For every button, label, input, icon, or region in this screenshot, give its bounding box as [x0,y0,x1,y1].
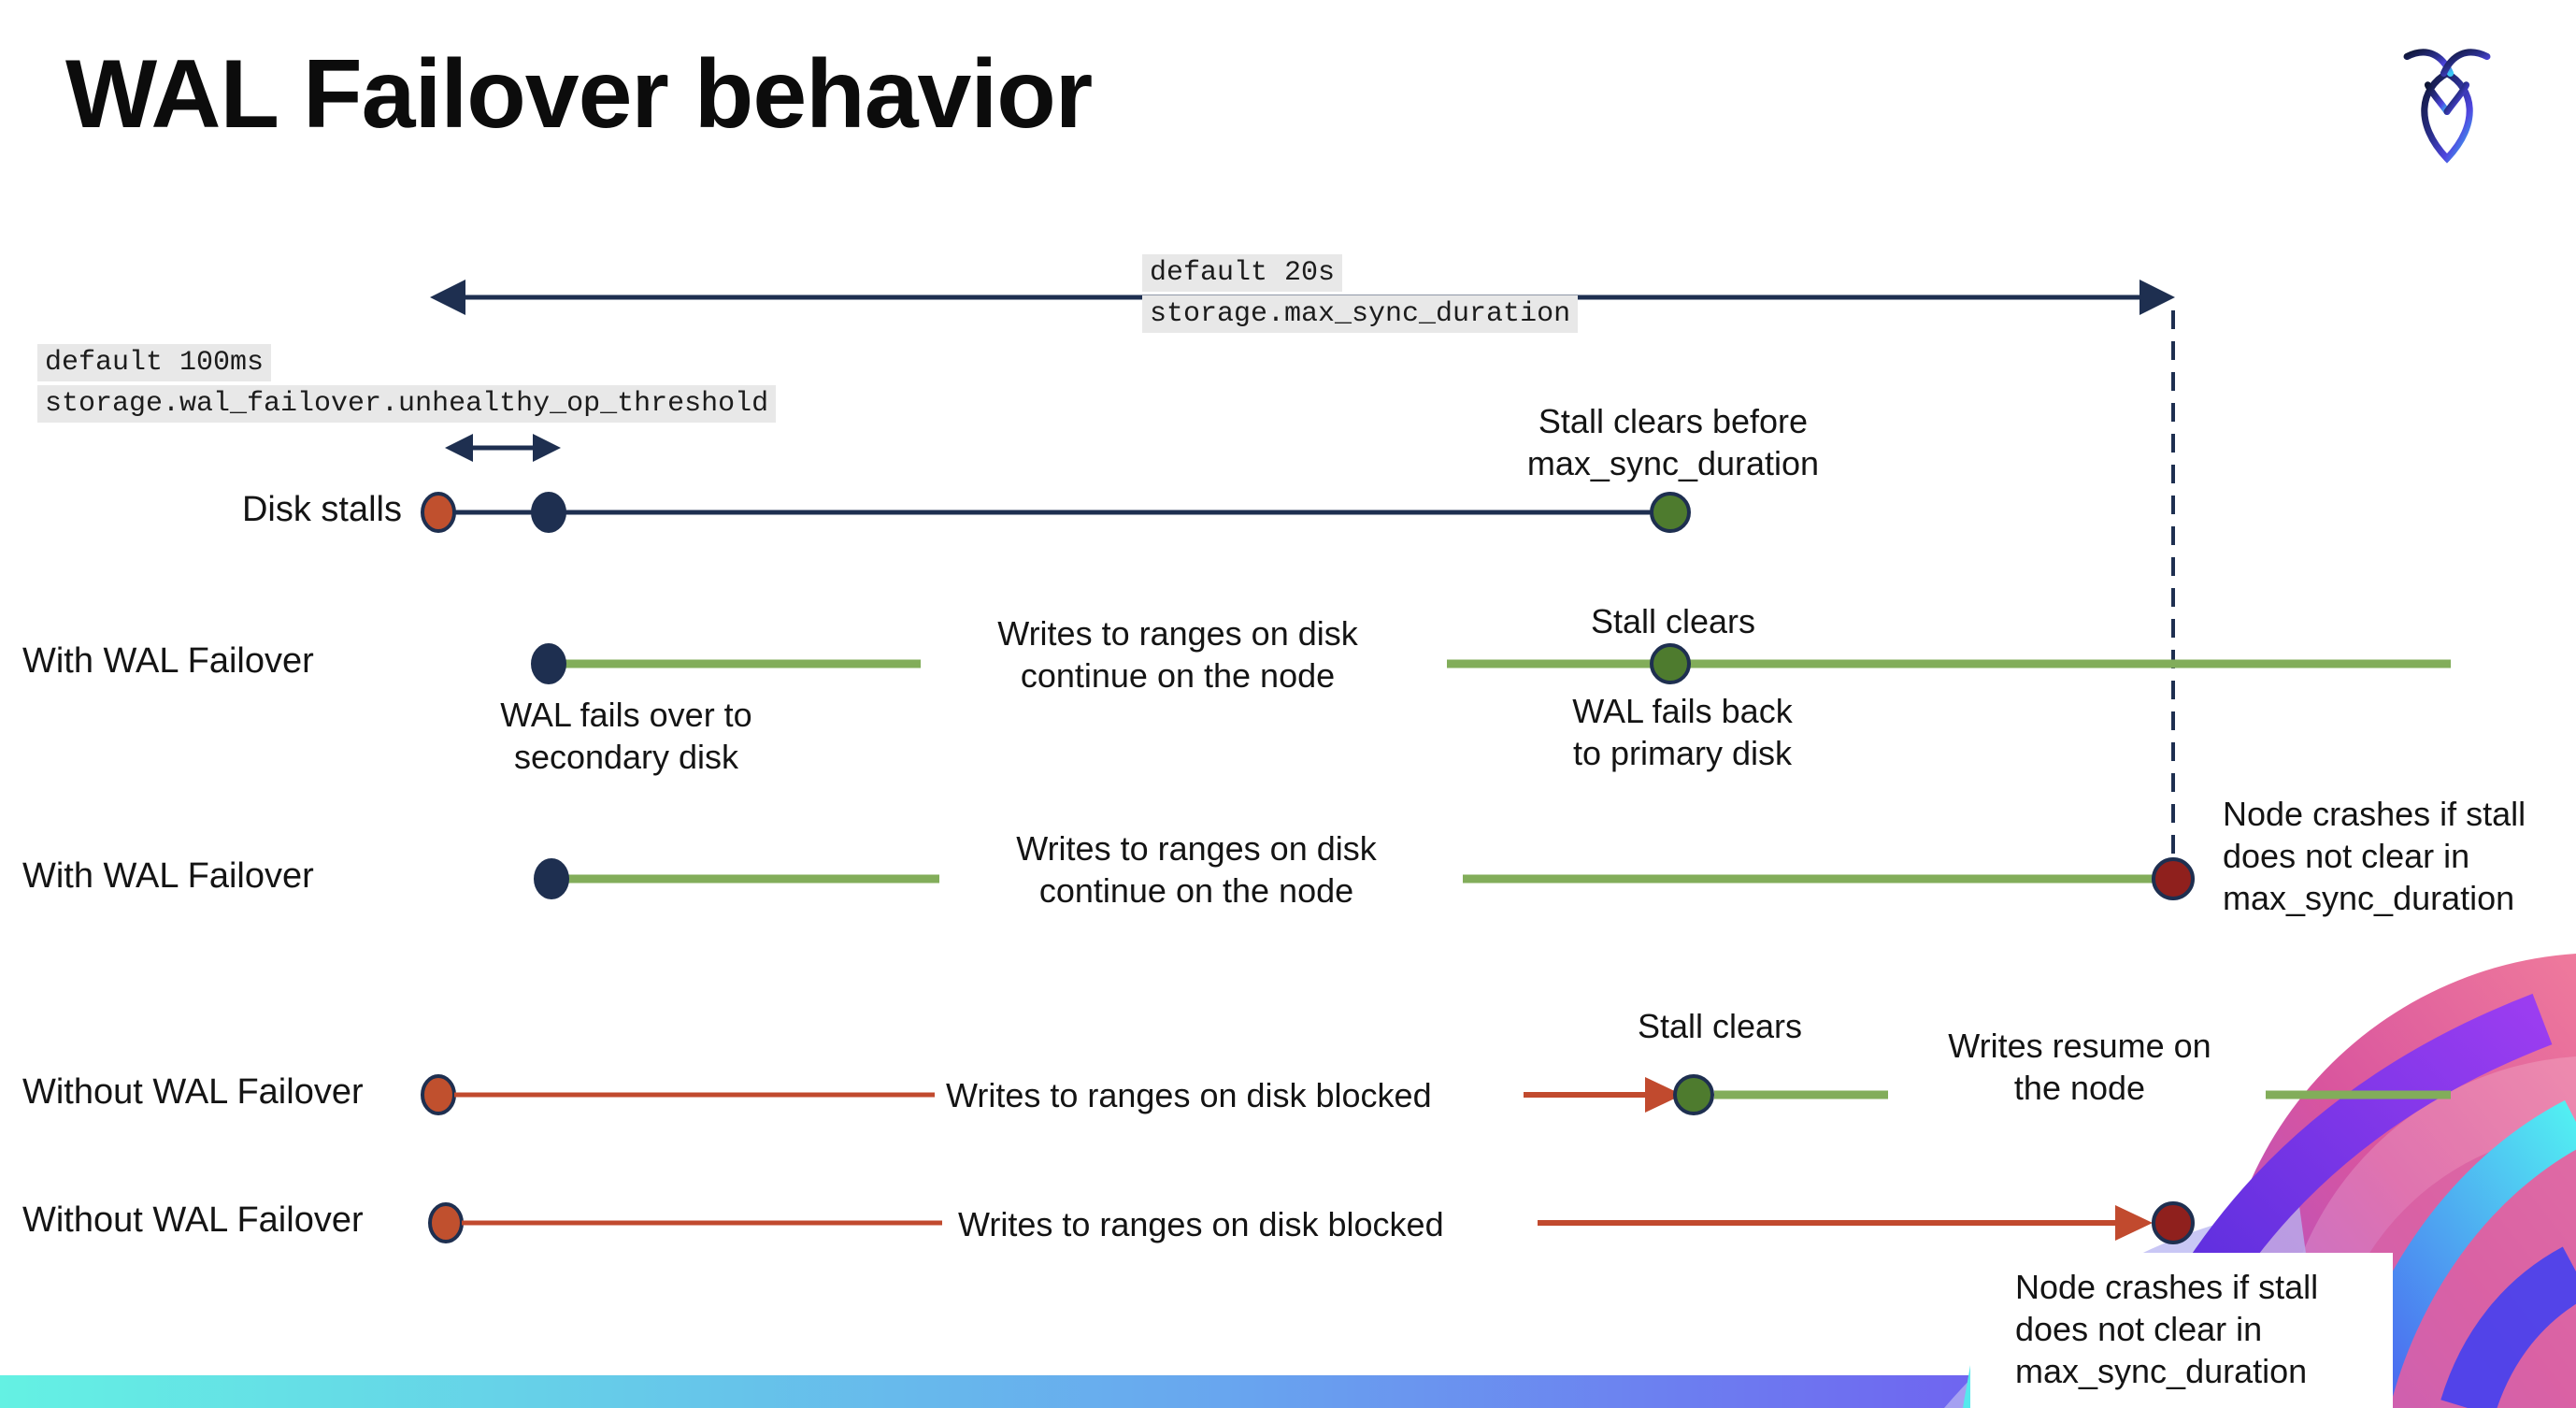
failover-dot [534,858,569,899]
unhealthy-op-threshold-arrow [445,434,561,462]
failover-dot [531,643,566,684]
logo-arm-left [2424,81,2451,116]
page-title: WAL Failover behavior [65,40,1093,149]
row-without-wal-failover-crash [428,1201,2195,1244]
annotation-stall-clears-before: Stall clears before max_sync_duration [1526,402,1820,482]
failover-trigger-dot [531,492,566,533]
annotation-stall-clears-1: Stall clears [1590,602,1756,640]
node-crashes-callout-box: Node crashes if stall does not clear in … [1970,1253,2393,1408]
row-label-without-wal-failover-1: Without WAL Failover [22,1072,364,1112]
annotation-wal-fails-back: WAL fails back to primary disk [1572,692,1793,772]
stall-clears-dot [1650,643,1691,684]
row-label-disk-stalls: Disk stalls [241,490,402,529]
setting-name-label: storage.max_sync_duration [1142,295,1579,333]
stall-clears-dot [1673,1074,1714,1115]
logo-arm-right [2443,81,2470,116]
row-disk-stalls [421,492,1691,533]
arrowhead-left [445,434,473,462]
arrowhead-right [533,434,561,462]
stall-start-dot [421,1074,456,1115]
annotation-wal-fails-over: WAL fails over to secondary disk [500,696,752,776]
arrowhead-right [2140,280,2175,315]
row-with-wal-failover-crash [534,857,2195,900]
row-without-wal-failover-clears [421,1074,2451,1115]
max-sync-duration-label: default 20s storage.max_sync_duration [1142,254,1579,337]
annotation-writes-continue-2: Writes to ranges on disk continue on the… [1016,829,1377,910]
setting-name-label: storage.wal_failover.unhealthy_op_thresh… [37,385,777,423]
cockroach-logo-icon [2403,49,2491,164]
art-blue-band [2440,1246,2576,1408]
annotation-writes-blocked-1: Writes to ranges on disk blocked [946,1076,1432,1114]
arrowhead-left [430,280,465,315]
annotation-stall-clears-2: Stall clears [1637,1007,1803,1045]
node-crash-dot [2152,857,2195,900]
row-label-with-wal-failover-1: With WAL Failover [22,641,314,681]
stall-clears-dot [1650,492,1691,533]
unhealthy-op-threshold-label: default 100ms storage.wal_failover.unhea… [37,344,777,426]
blocked-arrowhead [2115,1205,2153,1241]
annotation-writes-continue-1: Writes to ranges on disk continue on the… [997,614,1358,695]
stall-start-dot [421,492,456,533]
logo-antenna-right [2440,49,2491,77]
default-value-label: default 20s [1142,254,1343,292]
node-crash-dot [2152,1201,2195,1244]
annotation-node-crashes-right: Node crashes if stall does not clear in … [2223,795,2526,917]
annotation-node-crashes-bottom: Node crashes if stall does not clear in … [2015,1268,2319,1390]
stall-start-dot [428,1202,464,1243]
default-value-label: default 100ms [37,344,272,381]
row-label-without-wal-failover-2: Without WAL Failover [22,1200,364,1240]
row-with-wal-failover-clears [531,643,2451,684]
row-label-with-wal-failover-2: With WAL Failover [22,856,314,896]
blocked-arrowhead [1645,1077,1682,1113]
annotation-writes-blocked-2: Writes to ranges on disk blocked [958,1205,1444,1243]
annotation-writes-resume: Writes resume on the node [1948,1027,2211,1107]
